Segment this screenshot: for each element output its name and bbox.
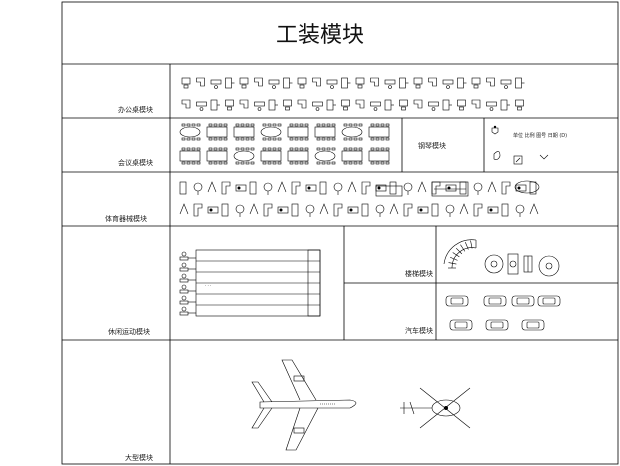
- car-symbols: [445, 295, 561, 331]
- section-label-car: 汽车模块: [405, 326, 433, 335]
- section-label-exercise: 体育器械模块: [105, 214, 147, 223]
- meeting-table-symbols: [179, 123, 390, 165]
- sheet-title: 工装模块: [276, 23, 364, 48]
- staircase-symbols: [443, 239, 560, 277]
- exercise-equipment-symbols: [179, 180, 540, 217]
- section-label-office-desk: 办公桌模块: [118, 105, 153, 114]
- office-desk-symbols: [181, 77, 525, 111]
- section-label-leisure: 休闲运动模块: [108, 327, 150, 336]
- section-label-large: 大型模块: [125, 453, 153, 462]
- svg-text:· · ·: · · ·: [205, 283, 211, 288]
- section-label-meeting-table: 会议桌模块: [118, 158, 153, 167]
- helicopter-symbol: [400, 387, 471, 429]
- legend-text: 单位 比例 图号 日期 (D): [513, 132, 567, 139]
- sheet-frame: [61, 1, 619, 465]
- piano-symbols: [491, 125, 549, 165]
- section-label-stairs: 楼梯模块: [405, 269, 433, 278]
- section-label-piano: 钢琴模块: [418, 141, 446, 150]
- airplane-symbol: [251, 359, 357, 451]
- bowling-lanes: · · ·: [179, 249, 321, 317]
